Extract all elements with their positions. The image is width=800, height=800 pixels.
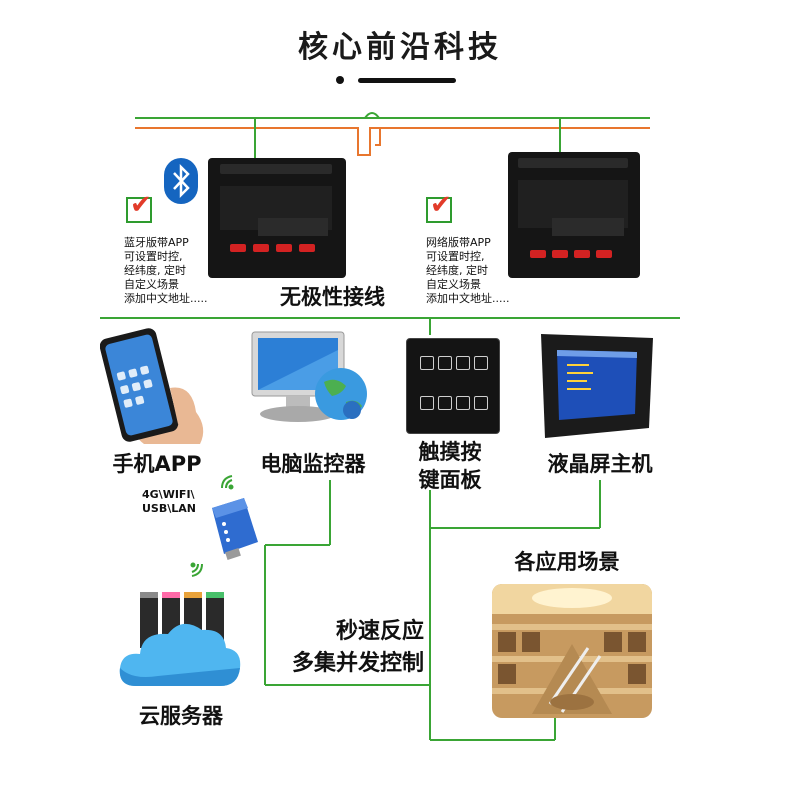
bluetooth-check-icon: ✔ bbox=[126, 190, 152, 223]
network-relay-device bbox=[508, 152, 640, 278]
feature-line: 添加中文地址..... bbox=[124, 292, 208, 305]
wifi-signal-icon bbox=[184, 560, 206, 582]
feature-line: 自定义场景 bbox=[124, 278, 179, 291]
touch-panel-image bbox=[406, 338, 500, 434]
gateway-interface: USB\LAN bbox=[142, 502, 196, 515]
mall-scene-image bbox=[492, 584, 652, 718]
touch-panel-label-line: 键面板 bbox=[418, 468, 482, 492]
network-check-icon: ✔ bbox=[426, 190, 452, 223]
feature-line: 网络版带APP bbox=[426, 236, 491, 249]
cloud-server-label: 云服务器 bbox=[139, 704, 223, 728]
title-underline bbox=[358, 78, 456, 83]
feature-line: 自定义场景 bbox=[426, 278, 481, 291]
wifi-signal-icon bbox=[218, 470, 240, 492]
computer-monitor-image bbox=[246, 330, 378, 430]
page-title: 核心前沿科技 bbox=[298, 30, 502, 65]
device-feeds bbox=[254, 118, 561, 160]
wiring-label: 无极性接线 bbox=[250, 283, 415, 311]
smartphone-image bbox=[99, 328, 220, 444]
cloud-server-image bbox=[118, 588, 242, 690]
feature-line: 经纬度, 定时 bbox=[124, 264, 186, 277]
feature-line: 添加中文地址..... bbox=[426, 292, 510, 305]
bluetooth-relay-device bbox=[208, 158, 346, 278]
lcd-host-label: 液晶屏主机 bbox=[547, 452, 653, 476]
gateway-device-image bbox=[204, 494, 262, 560]
slogan: 秒速反应 多集并发控制 bbox=[268, 616, 424, 680]
gateway-interface: 4G\WIFI\ bbox=[142, 488, 195, 501]
title-dot bbox=[336, 76, 344, 84]
mobile-app-label: 手机APP bbox=[112, 452, 202, 476]
feature-line: 经纬度, 定时 bbox=[426, 264, 488, 277]
slogan-line: 多集并发控制 bbox=[291, 651, 424, 676]
network-features: 网络版带APP 可设置时控, 经纬度, 定时 自定义场景 添加中文地址..... bbox=[426, 236, 526, 306]
network-links bbox=[264, 318, 601, 741]
bluetooth-icon bbox=[164, 158, 198, 204]
lcd-host-image bbox=[537, 332, 657, 440]
touch-panel-label-line: 触摸按 bbox=[418, 440, 482, 464]
pc-monitor-label: 电脑监控器 bbox=[260, 452, 366, 476]
feature-line: 可设置时控, bbox=[124, 250, 183, 263]
bluetooth-features: 蓝牙版带APP 可设置时控, 经纬度, 定时 自定义场景 添加中文地址..... bbox=[124, 236, 219, 306]
touch-panel-label: 触摸按 键面板 bbox=[400, 438, 500, 494]
feature-line: 可设置时控, bbox=[426, 250, 485, 263]
slogan-line: 秒速反应 bbox=[335, 619, 424, 644]
feature-line: 蓝牙版带APP bbox=[124, 236, 189, 249]
power-bus-lines bbox=[135, 112, 650, 156]
gateway-interfaces: 4G\WIFI\ USB\LAN bbox=[142, 488, 212, 516]
scene-label: 各应用场景 bbox=[514, 550, 620, 574]
